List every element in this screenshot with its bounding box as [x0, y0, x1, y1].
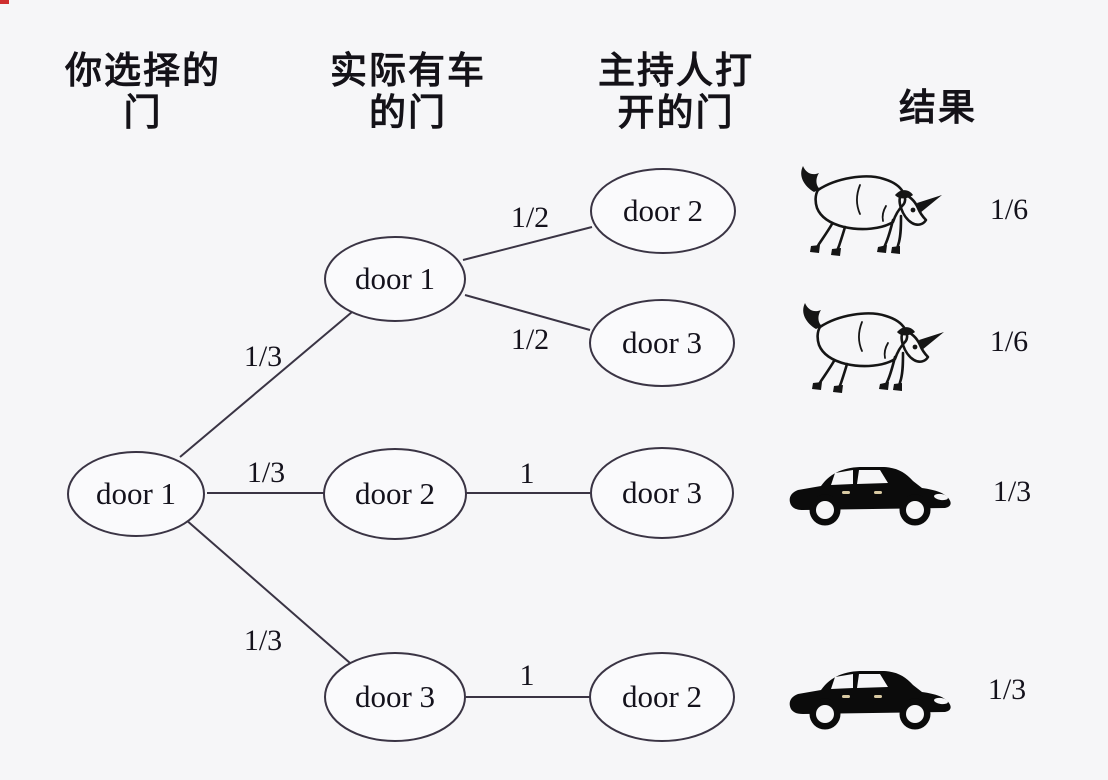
column-header-chosen-door: 你选择的 门	[65, 50, 221, 134]
column-header-car-door-line1: 实际有车	[330, 50, 486, 91]
tree-node-level3-row4: door 2	[589, 652, 735, 742]
edge-label-root-to-middle: 1/3	[247, 456, 285, 489]
tree-node-level3-row4-label: door 2	[622, 679, 702, 714]
column-header-car-door: 实际有车 的门	[330, 50, 486, 134]
tree-node-level2-middle: door 2	[323, 448, 467, 540]
result-probability-row3: 1/3	[993, 475, 1031, 508]
column-header-chosen-door-line1: 你选择的	[65, 50, 221, 91]
tree-node-level2-middle-label: door 2	[355, 476, 435, 511]
edge-label-root-to-top: 1/3	[244, 340, 282, 373]
tree-node-root: door 1	[67, 451, 205, 537]
car-icon	[789, 671, 951, 730]
column-header-result: 结果	[899, 87, 977, 129]
result-probability-row4: 1/3	[988, 673, 1026, 706]
tree-node-root-label: door 1	[96, 476, 176, 511]
edge-root-to-top	[179, 311, 353, 458]
column-header-host-door: 主持人打 开的门	[598, 50, 754, 134]
tree-node-level3-row1-label: door 2	[623, 193, 703, 228]
tree-node-level2-top: door 1	[324, 236, 466, 322]
column-header-host-door-line1: 主持人打	[598, 50, 754, 91]
edge-top-to-row1	[462, 226, 593, 261]
red-corner-mark	[0, 0, 9, 4]
result-probability-row1: 1/6	[990, 193, 1028, 226]
tree-node-level2-bottom-label: door 3	[355, 679, 435, 714]
tree-node-level3-row1: door 2	[590, 168, 736, 254]
tree-node-level3-row2: door 3	[589, 299, 735, 387]
edge-label-top-to-row2: 1/2	[511, 323, 549, 356]
column-header-result-text: 结果	[899, 87, 977, 128]
tree-node-level3-row3-label: door 3	[622, 475, 702, 510]
column-header-host-door-line2: 开的门	[617, 92, 735, 133]
edge-label-root-to-bottom: 1/3	[244, 624, 282, 657]
tree-node-level2-top-label: door 1	[355, 261, 435, 296]
edge-label-bottom-to-row4: 1	[520, 659, 535, 692]
column-header-car-door-line2: 的门	[369, 92, 447, 133]
result-probability-row2: 1/6	[990, 325, 1028, 358]
column-header-chosen-door-line2: 门	[123, 92, 163, 133]
car-icon	[789, 467, 951, 526]
tree-node-level3-row2-label: door 3	[622, 325, 702, 360]
edge-label-top-to-row1: 1/2	[511, 201, 549, 234]
edge-label-middle-to-row3: 1	[520, 457, 535, 490]
tree-node-level2-bottom: door 3	[324, 652, 466, 742]
tree-node-level3-row3: door 3	[590, 447, 734, 539]
goat-icon	[801, 301, 946, 395]
goat-icon	[799, 164, 944, 258]
edge-root-to-bottom	[184, 518, 351, 664]
edge-top-to-row2	[464, 294, 591, 331]
